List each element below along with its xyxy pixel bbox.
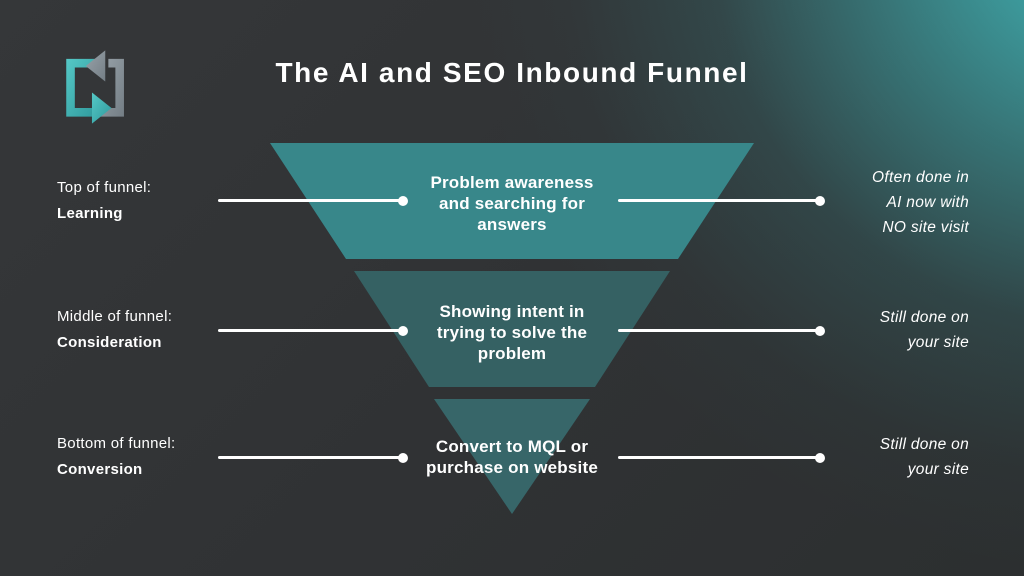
funnel-stage-middle-shape (354, 271, 670, 387)
stage-note-line: AI now with (886, 194, 969, 211)
stage-note-line: Still done on (879, 436, 969, 453)
connector-dot (398, 325, 408, 336)
funnel-text-line: answers (477, 215, 547, 234)
logo-teal-frame (66, 58, 99, 117)
funnel-stage-bottom-shape (434, 399, 590, 514)
logo-teal-arrowhead-icon (91, 92, 112, 124)
stage-note-line: your site (907, 461, 969, 478)
stage-note-line: Still done on (879, 309, 969, 326)
connector-dot (398, 195, 408, 206)
stage-label-line1: Top of funnel: (57, 179, 152, 196)
connector-line-left-1 (218, 195, 408, 206)
stage-label-middle-of-funnel: Middle of funnel: Consideration (57, 304, 172, 356)
funnel-text-line: and searching for (438, 194, 586, 213)
stage-label-top-of-funnel: Top of funnel: Learning (57, 175, 151, 227)
connector-dot (815, 452, 825, 463)
stage-note-top-of-funnel: Often done in AI now with NO site visit (872, 165, 969, 240)
logo-gray-arrowhead-icon (85, 50, 106, 82)
stage-label-line2: Conversion (57, 461, 143, 478)
connector-line-left-3 (218, 452, 408, 463)
loop-arrows-logo (66, 50, 124, 124)
stage-label-line1: Middle of funnel: (57, 308, 173, 325)
stage-note-bottom-of-funnel: Still done on your site (880, 432, 969, 482)
stage-label-bottom-of-funnel: Bottom of funnel: Conversion (57, 431, 176, 483)
funnel-stage-middle-text: Showing intent in trying to solve the pr… (362, 301, 662, 364)
funnel-stage-top-text: Problem awareness and searching for answ… (362, 172, 662, 235)
connector-line-right-3 (618, 452, 825, 463)
funnel-text-line: purchase on website (426, 458, 598, 477)
stage-label-line2: Learning (57, 205, 123, 222)
stage-label-line1: Bottom of funnel: (57, 435, 176, 452)
connector-line-right-2 (618, 325, 825, 336)
funnel-text-line: Problem awareness (430, 173, 594, 192)
stage-note-line: your site (907, 334, 969, 351)
stage-note-line: NO site visit (882, 219, 969, 236)
funnel-text-line: problem (477, 344, 547, 363)
connector-dot (815, 325, 825, 336)
stage-note-middle-of-funnel: Still done on your site (880, 305, 969, 355)
funnel-stage-bottom-text: Convert to MQL or purchase on website (362, 436, 662, 478)
connector-line-right-1 (618, 195, 825, 206)
page-title: The AI and SEO Inbound Funnel (275, 57, 749, 88)
funnel-text-line: Convert to MQL or (435, 437, 589, 456)
funnel-text-line: trying to solve the (436, 323, 588, 342)
funnel-text-line: Showing intent in (439, 302, 585, 321)
stage-label-line2: Consideration (57, 334, 162, 351)
stage-note-line: Often done in (872, 169, 969, 186)
connector-dot (398, 452, 408, 463)
logo-gray-frame (100, 58, 124, 117)
connector-dot (815, 195, 825, 206)
connector-line-left-2 (218, 325, 408, 336)
funnel-stage-top-shape (270, 143, 754, 259)
